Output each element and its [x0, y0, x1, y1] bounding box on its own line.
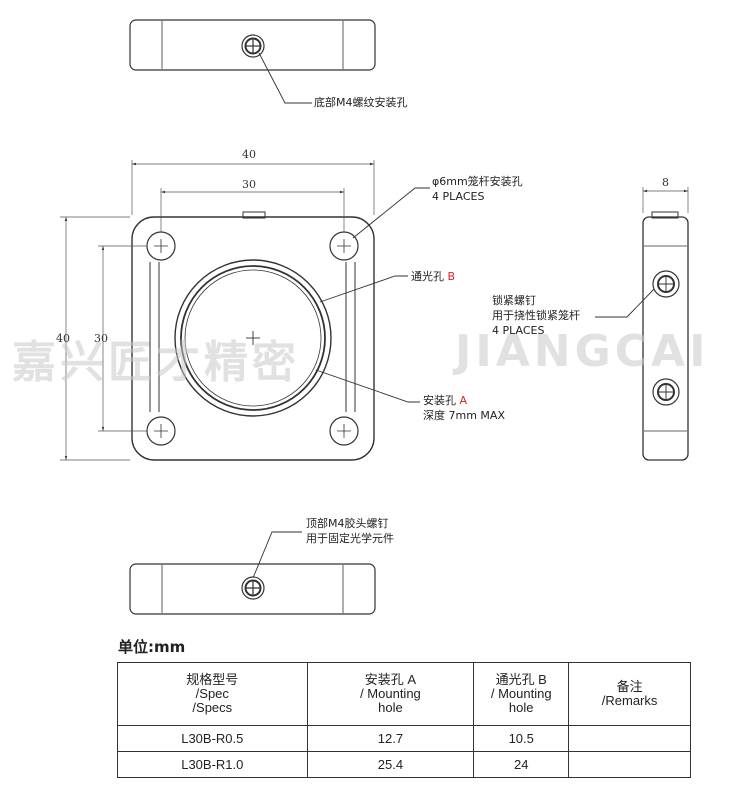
- dimension-lines: [60, 160, 689, 461]
- label-aperture-b: 通光孔 B: [411, 270, 456, 283]
- tag-b: B: [447, 270, 456, 283]
- cell-remarks: [568, 725, 691, 752]
- dim-rod-spacing-h: 30: [242, 178, 256, 191]
- label-rod-hole: φ6mm笼杆安装孔 4 PLACES: [432, 174, 523, 204]
- cell-aperture-b: 10.5: [473, 725, 570, 752]
- mount-depth: 深度 7mm MAX: [423, 409, 505, 422]
- header-spec: 规格型号/Spec/Specs: [117, 662, 308, 726]
- label-lock-screw: 锁紧螺钉 用于挠性锁紧笼杆 4 PLACES: [492, 294, 580, 337]
- label-top-screw: 顶部M4胶头螺钉 用于固定光学元件: [306, 517, 394, 545]
- bottom-side-view: [129, 563, 376, 615]
- rod-hole-line2: 4 PLACES: [432, 190, 485, 203]
- label-bottom-thread: 底部M4螺纹安装孔: [314, 96, 408, 109]
- cell-mount-a: 12.7: [306, 725, 475, 752]
- cell-aperture-b: 24: [473, 751, 570, 778]
- table-row: L30B-R0.5 12.7 10.5: [117, 725, 691, 752]
- dim-overall-width: 40: [242, 148, 256, 161]
- front-view: [131, 211, 375, 461]
- dim-rod-spacing-v: 30: [94, 332, 108, 345]
- leader-lines: [252, 187, 656, 579]
- rod-hole-line1: φ6mm笼杆安装孔: [432, 175, 523, 188]
- header-remarks: 备注/Remarks: [568, 662, 691, 726]
- dim-overall-height: 40: [56, 332, 70, 345]
- right-side-view: [642, 211, 689, 461]
- watermark-cn: 嘉兴匠才精密: [12, 337, 300, 388]
- tag-a: A: [459, 394, 468, 407]
- cell-mount-a: 25.4: [306, 751, 475, 778]
- cell-remarks: [568, 751, 691, 778]
- cell-spec: L30B-R0.5: [117, 725, 308, 752]
- top-side-view: [129, 19, 376, 104]
- table-row: L30B-R1.0 25.4 24: [117, 751, 691, 778]
- label-mount-a: 安装孔 A 深度 7mm MAX: [423, 394, 505, 422]
- watermark-en: JIANGCAI: [455, 326, 710, 377]
- cell-spec: L30B-R1.0: [117, 751, 308, 778]
- unit-label: 单位:mm: [118, 638, 186, 656]
- dim-thickness: 8: [662, 176, 669, 189]
